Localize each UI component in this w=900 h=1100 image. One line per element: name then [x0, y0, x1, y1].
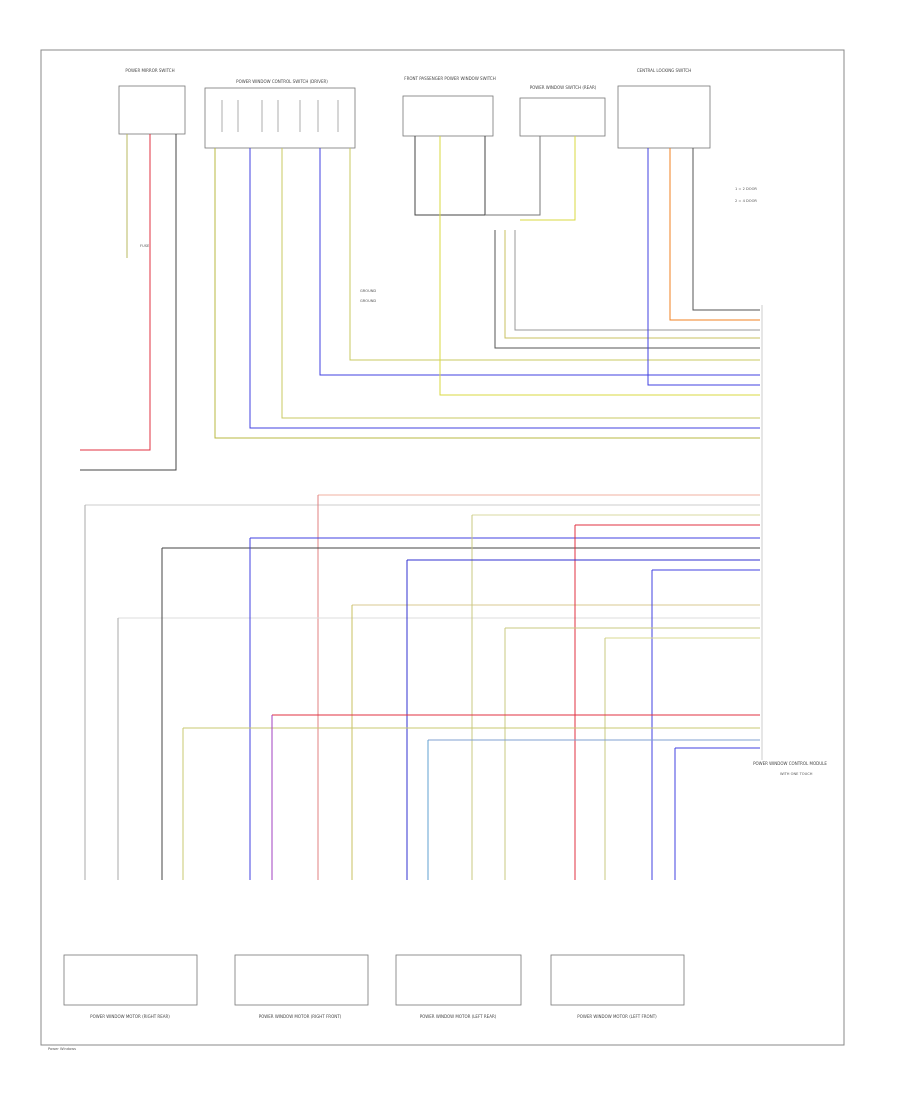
bottom-component-4-label: POWER WINDOW MOTOR (LEFT FRONT): [577, 1014, 657, 1019]
bottom-component-3-label: POWER WINDOW MOTOR (LEFT REAR): [420, 1014, 497, 1019]
bottom-component-3: [395, 954, 522, 1006]
diagram-border: [40, 49, 845, 1046]
top-component-3: [402, 95, 494, 137]
switch-symbols-2: [221, 100, 339, 132]
top-component-5-label: CENTRAL LOCKING SWITCH: [637, 68, 692, 73]
ground-note-1: GROUND: [360, 289, 376, 293]
bottom-component-1: [63, 954, 198, 1006]
legend-item-1: 1 = 2 DOOR: [735, 187, 757, 191]
top-component-1: [118, 85, 186, 135]
module-label: POWER WINDOW CONTROL MODULE: [753, 761, 827, 766]
top-wires: [80, 134, 760, 471]
bottom-component-2-label: POWER WINDOW MOTOR (RIGHT FRONT): [259, 1014, 342, 1019]
bottom-component-2: [234, 954, 369, 1006]
top-component-2: [204, 87, 356, 149]
top-component-4-label: POWER WINDOW SWITCH (REAR): [530, 85, 597, 90]
top-component-5: [617, 85, 711, 149]
fuse-note: FUSE: [140, 244, 150, 248]
top-component-4: [519, 97, 606, 137]
top-component-3-label: FRONT PASSENGER POWER WINDOW SWITCH: [404, 76, 495, 81]
top-component-2-label: POWER WINDOW CONTROL SWITCH (DRIVER): [236, 79, 328, 84]
bottom-component-1-label: POWER WINDOW MOTOR (RIGHT REAR): [90, 1014, 170, 1019]
bottom-wires: [84, 494, 760, 880]
footer-label: Power Windows: [48, 1047, 76, 1051]
module-note: WITH ONE TOUCH: [780, 772, 813, 776]
bottom-component-4: [550, 954, 685, 1006]
top-component-1-label: POWER MIRROR SWITCH: [125, 68, 174, 73]
ground-note-2: GROUND: [360, 299, 376, 303]
legend-item-2: 2 = 4 DOOR: [735, 199, 757, 203]
